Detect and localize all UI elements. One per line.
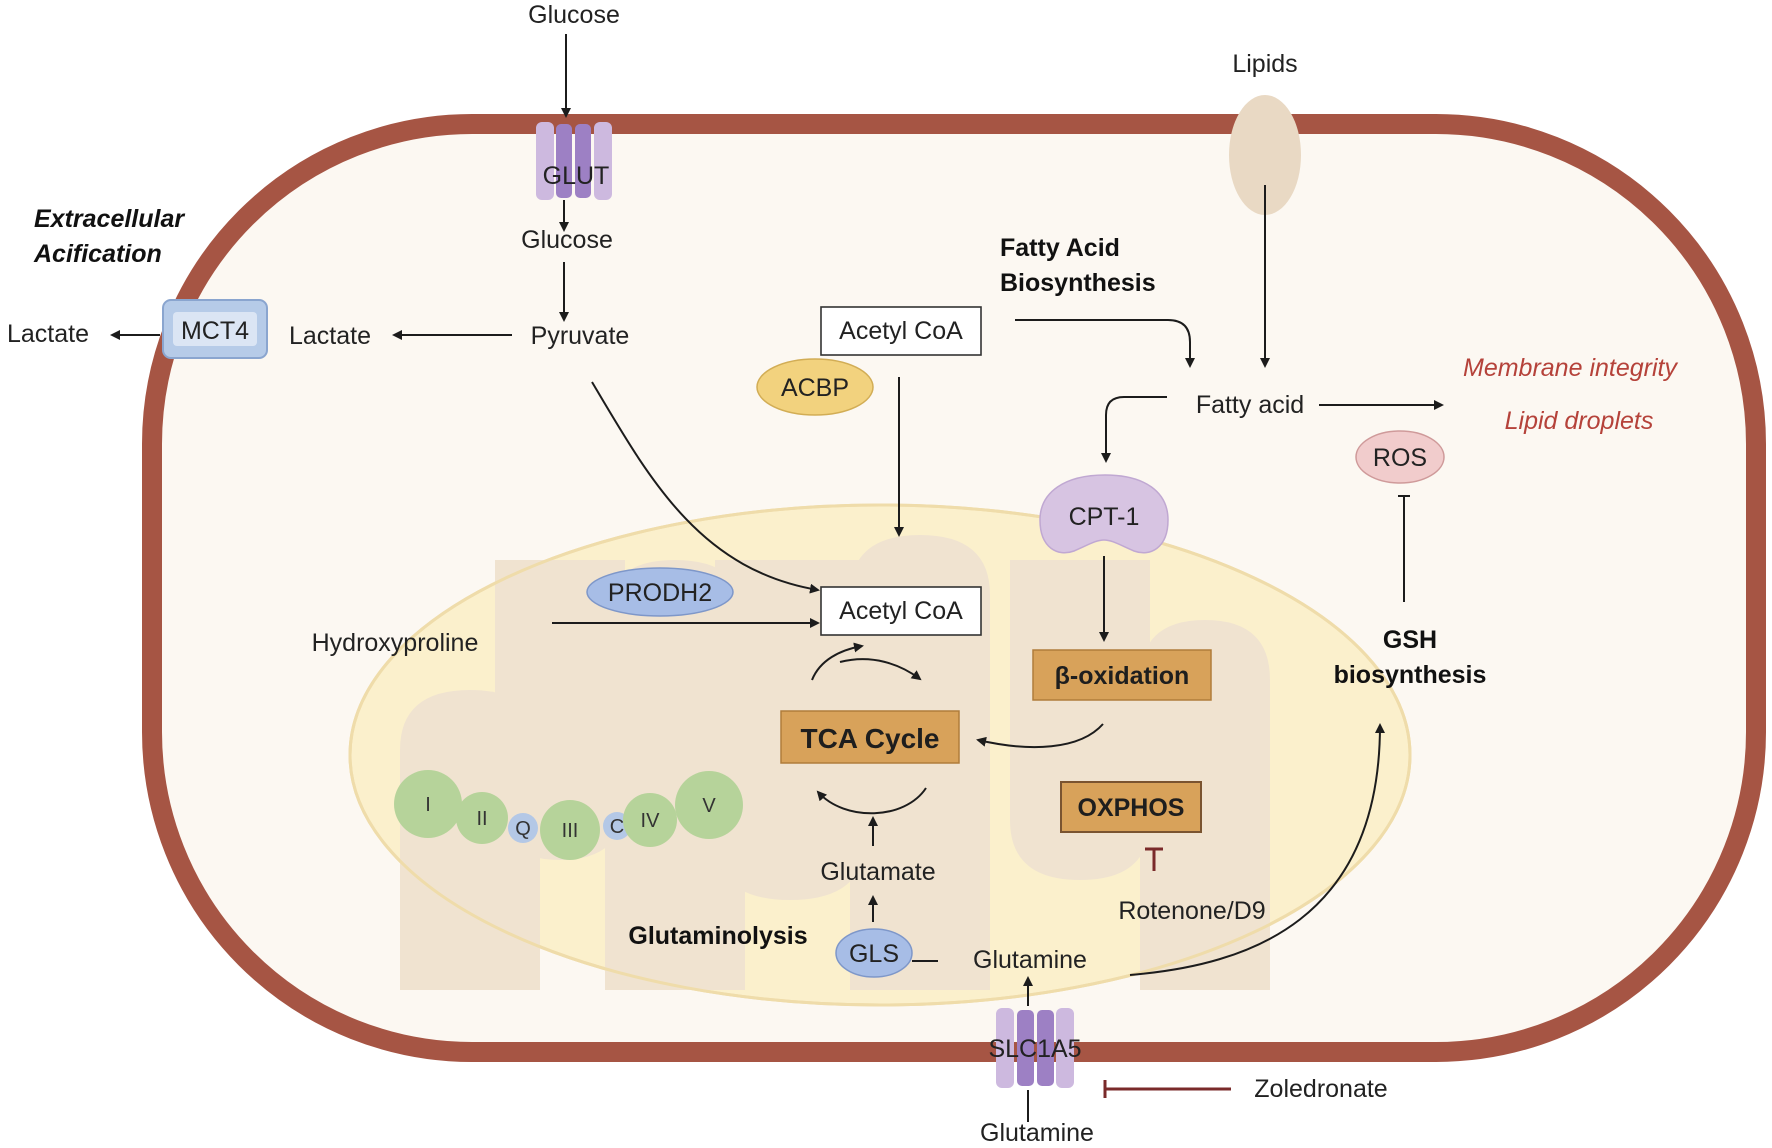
cytochrome-c: C [603, 812, 631, 840]
prodh2-badge [586, 567, 734, 617]
tca-cycle-arrow-top-left [811, 642, 864, 681]
beta-oxidation-label: β-oxidation [1055, 662, 1190, 690]
lipid-droplets-label: Lipid droplets [1505, 407, 1654, 435]
slc1a5-label: SLC1A5 [988, 1035, 1081, 1063]
pathway-arrows [110, 34, 1444, 1122]
labels: Glucose GLUT Glucose Pyruvate Lactate MC… [7, 1, 1678, 1147]
complex-iii: III [540, 800, 600, 860]
extracellular-acification-label-line1: Extracellular [34, 205, 185, 233]
svg-text:Q: Q [515, 818, 531, 840]
hydroxyproline-label: Hydroxyproline [312, 629, 479, 657]
ubiquinone-q: Q [508, 813, 538, 843]
glutamine-intracellular-label: Glutamine [973, 946, 1087, 974]
fatty-acid-biosynthesis-label-line2: Biosynthesis [1000, 269, 1156, 297]
slc1a5-transporter-icon [996, 1008, 1074, 1088]
oxphos-box [1060, 781, 1202, 833]
glucose-extracellular-label: Glucose [528, 1, 620, 29]
glutaminolysis-label: Glutaminolysis [628, 922, 807, 950]
lactate-intracellular-label: Lactate [289, 322, 371, 350]
acbp-badge [756, 358, 874, 416]
lipids-label: Lipids [1232, 50, 1297, 78]
complex-i: I [394, 770, 462, 838]
ros-label: ROS [1373, 444, 1427, 472]
acbp-label: ACBP [781, 374, 849, 402]
tca-cycle-arrow-top-right [839, 658, 922, 681]
svg-text:IV: IV [641, 810, 661, 832]
svg-text:C: C [610, 816, 624, 838]
arrow-betaox-tca [976, 723, 1104, 748]
gsh-biosynthesis-label-line1: GSH [1383, 626, 1437, 654]
svg-text:III: III [562, 820, 579, 842]
tca-cycle-box [780, 710, 960, 764]
acetyl-coa-cytosol-box [820, 306, 982, 356]
cpt1-enzyme-icon [1039, 474, 1169, 554]
electron-transport-chain: I II Q III C IV V [394, 770, 743, 860]
complex-ii: II [456, 792, 508, 844]
glucose-intracellular-label: Glucose [521, 226, 613, 254]
fatty-acid-biosynthesis-label-line1: Fatty Acid [1000, 234, 1120, 262]
cpt1-label: CPT-1 [1069, 503, 1140, 531]
lactate-extracellular-label: Lactate [7, 320, 89, 348]
pyruvate-label: Pyruvate [531, 322, 630, 350]
gsh-biosynthesis-label-line2: biosynthesis [1334, 661, 1487, 689]
glut-transporter-icon [536, 122, 612, 200]
mct4-label: MCT4 [181, 317, 249, 345]
rotenone-d9-label: Rotenone/D9 [1118, 897, 1265, 925]
mct4-transporter-icon [162, 299, 268, 359]
arrow-fa-biosynthesis [1015, 319, 1195, 368]
arrow-glutamine-gsh [1129, 723, 1385, 976]
oxphos-label: OXPHOS [1078, 794, 1185, 822]
gls-label: GLS [849, 940, 899, 968]
glut-label: GLUT [543, 162, 610, 190]
complex-iv: IV [623, 793, 677, 847]
glutamate-label: Glutamate [820, 858, 935, 886]
svg-text:V: V [702, 795, 716, 817]
acetyl-coa-mito-box [820, 586, 982, 636]
extracellular-acification-label-line2: Acification [33, 240, 162, 268]
membrane-integrity-label: Membrane integrity [1463, 354, 1678, 382]
ros-badge [1355, 430, 1445, 484]
svg-text:II: II [476, 808, 487, 830]
beta-oxidation-box [1032, 649, 1212, 701]
tca-cycle-label: TCA Cycle [800, 723, 939, 754]
glutamine-extracellular-label: Glutamine [980, 1119, 1094, 1147]
svg-text:I: I [425, 794, 431, 816]
fatty-acid-label: Fatty acid [1196, 391, 1304, 419]
gls-badge [835, 928, 913, 978]
acetyl-coa-mito-label: Acetyl CoA [839, 597, 963, 625]
acetyl-coa-cytosol-label: Acetyl CoA [839, 317, 963, 345]
prodh2-label: PRODH2 [608, 579, 712, 607]
inhibition-bar-icon [1103, 847, 1231, 1098]
arrow-pyruvate-acetylcoa [591, 381, 820, 594]
arrow-fattyacid-cpt1 [1101, 396, 1167, 463]
tca-cycle-arrow-bottom [816, 787, 927, 815]
zoledronate-label: Zoledronate [1254, 1075, 1387, 1103]
complex-v: V [675, 771, 743, 839]
lipid-channel-icon [1229, 95, 1301, 215]
